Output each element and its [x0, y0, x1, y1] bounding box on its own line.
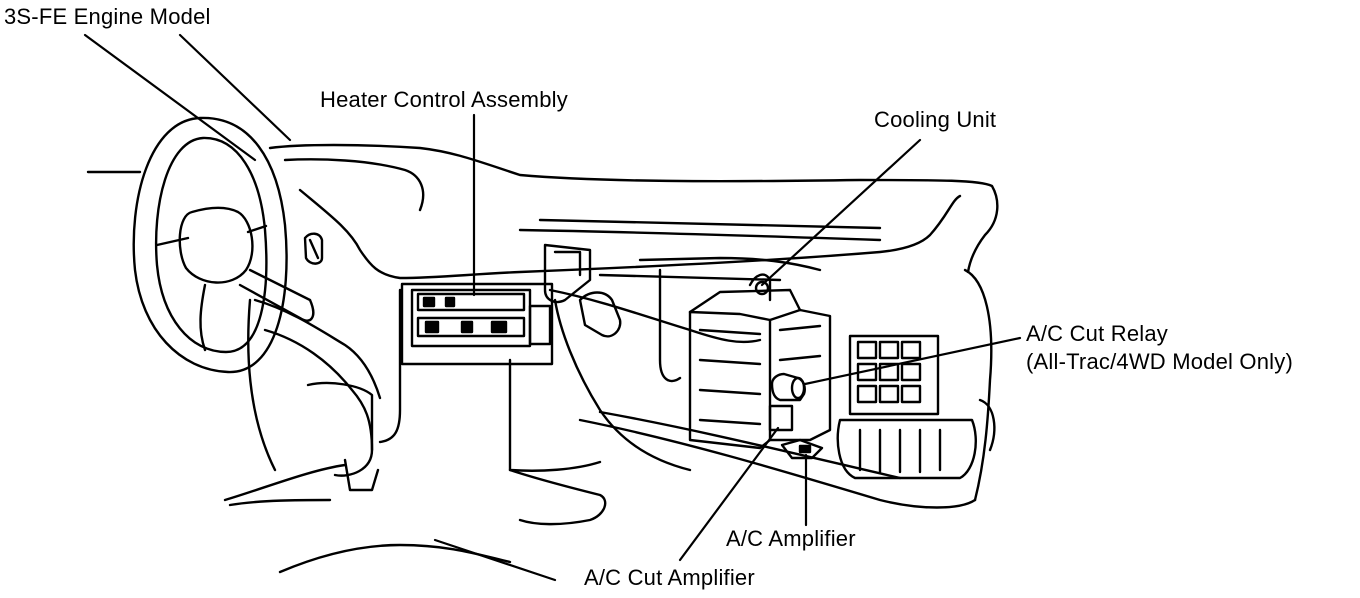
dashboard-line-art [86, 116, 999, 574]
label-ac-cut-relay: A/C Cut Relay [1026, 321, 1168, 346]
console-lower [508, 358, 602, 472]
ac-cut-relay-end [790, 376, 806, 400]
dash-top-inner [283, 158, 425, 212]
heater-panel-top-row [416, 292, 526, 312]
leader-lower-sweep [433, 538, 557, 582]
heater-knob-1 [422, 296, 436, 308]
relay-cell-9 [900, 384, 922, 404]
console-right [553, 298, 692, 472]
dash-front-face [298, 188, 962, 280]
steering-spoke-lower [199, 283, 207, 352]
cooling-unit-pipe [748, 273, 772, 302]
leader-engine-model-2 [178, 33, 292, 142]
left-panel [253, 298, 382, 400]
duct-pipe [578, 291, 622, 338]
ac-amplifier-plug [798, 444, 812, 454]
steering-spoke-left [155, 236, 190, 247]
console-left [378, 288, 402, 444]
leader-cooling-unit [760, 138, 922, 287]
lower-dash-sweep [578, 418, 977, 509]
left-duct [543, 243, 592, 304]
lower-dash [548, 288, 762, 344]
cooling-unit-top [688, 288, 802, 314]
leader-lines [83, 33, 1022, 582]
right-bracket [978, 398, 996, 452]
floor-console [306, 381, 374, 477]
gear-lever [343, 458, 380, 492]
heater-knob-2 [444, 296, 456, 308]
upper-duct [658, 268, 682, 383]
label-engine-model: 3S-FE Engine Model [4, 4, 211, 29]
leader-ac-cut-relay [803, 336, 1022, 386]
cooling-unit-fitting [754, 280, 770, 296]
heater-panel-outline [400, 282, 554, 366]
heater-knob-3 [424, 320, 440, 334]
relay-cell-7 [856, 384, 878, 404]
label-ac-amplifier: A/C Amplifier [726, 526, 856, 551]
heater-knob-4 [460, 320, 474, 334]
seat-left [223, 463, 347, 507]
cooling-unit-ribs [698, 324, 822, 426]
dash-edge-lines [518, 218, 882, 242]
steering-wheel-hub [178, 206, 254, 284]
floor-line [247, 298, 277, 472]
relay-cell-1 [856, 340, 878, 360]
label-heater-control-assembly: Heater Control Assembly [320, 87, 568, 112]
leader-engine-model-1 [83, 33, 257, 162]
steering-wheel-rim [132, 116, 288, 374]
heater-knob-5 [490, 320, 508, 334]
blower-housing [836, 418, 977, 480]
relay-cell-2 [878, 340, 900, 360]
seat-front [278, 543, 512, 574]
relay-cell-6 [900, 362, 922, 382]
blower-ribs [858, 428, 942, 474]
label-cooling-unit: Cooling Unit [874, 107, 997, 132]
ac-amplifier-body [780, 438, 824, 460]
leader-ac-cut-amplifier [678, 426, 780, 562]
ac-cut-amplifier-box [768, 404, 794, 432]
label-ac-cut-relay-note: (All-Trac/4WD Model Only) [1026, 349, 1293, 374]
left-vent [303, 232, 324, 265]
relay-cell-5 [878, 362, 900, 382]
mid-duct [598, 256, 822, 282]
steering-spoke-right [246, 224, 268, 234]
relay-cell-8 [878, 384, 900, 404]
heater-panel-bottom-row [416, 316, 526, 338]
dash-top [268, 143, 999, 274]
seat-side [508, 468, 607, 526]
steering-wheel-inner [154, 136, 268, 354]
lower-dash-front [598, 410, 902, 480]
right-end-cap [963, 268, 993, 502]
label-ac-cut-amplifier: A/C Cut Amplifier [584, 565, 755, 590]
relay-cell-3 [900, 340, 922, 360]
steering-column [238, 268, 315, 322]
heater-side-block [528, 304, 552, 346]
left-lower-panel [263, 328, 374, 452]
